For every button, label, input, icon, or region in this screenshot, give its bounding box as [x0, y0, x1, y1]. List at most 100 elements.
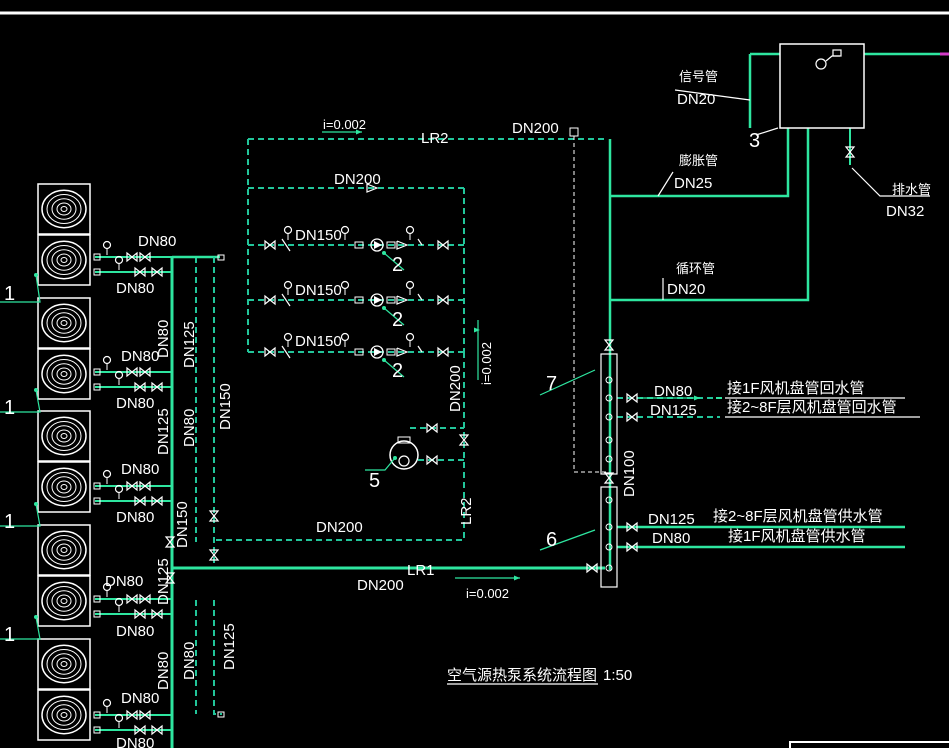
header-nozzle [605, 376, 613, 384]
fan-grille-icon [51, 363, 77, 385]
fan-grille-icon [51, 312, 77, 334]
fan-grille-icon [51, 425, 77, 447]
title-block-corner [789, 741, 949, 748]
fan-grille-icon [60, 370, 68, 378]
fan-grille-icon [41, 189, 87, 229]
heat-pump-fan [37, 410, 91, 462]
header-nozzle [605, 564, 613, 572]
header-nozzle [605, 394, 613, 402]
fan-grille-icon [41, 530, 87, 570]
lr2-label-top: LR2 [421, 130, 449, 147]
signal-leader [674, 89, 751, 101]
return-header-tag-leader [539, 369, 596, 396]
lr1-label: LR1 [407, 562, 435, 579]
drain-plug-icon [217, 711, 225, 718]
gate-valve-icon [151, 266, 163, 278]
fan-housing [37, 689, 91, 741]
dn200-label-top: DN200 [512, 120, 559, 137]
fan-grille-icon [51, 704, 77, 726]
flexible-joint-icon [93, 595, 101, 603]
gate-valve-icon [134, 608, 146, 620]
gate-valve-icon [134, 266, 146, 278]
supply-1f-label: 接1F风机盘管供水管 [728, 527, 866, 545]
header-nozzle [605, 543, 613, 551]
flexible-joint-icon [93, 368, 101, 376]
fan-grille-icon [46, 649, 82, 679]
signal-pipe-label: 信号管 [679, 69, 718, 84]
dn80-label-u1-bot: DN80 [116, 280, 154, 297]
strainer-icon [281, 293, 291, 307]
tag-buffer: 5 [369, 470, 380, 492]
check-valve-icon [396, 295, 409, 305]
gate-valve-icon [264, 294, 276, 306]
check-valve-icon [396, 240, 409, 250]
dn80-label-u2-top: DN80 [121, 348, 159, 365]
gate-valve-icon [139, 593, 151, 605]
fan-grille-icon [60, 205, 68, 213]
dn150-label-pump1: DN150 [295, 227, 342, 244]
pump-arrow [374, 296, 382, 304]
gate-valve-icon [126, 709, 138, 721]
gate-valve-icon [151, 381, 163, 393]
unit-tag-leader [0, 389, 41, 413]
flexible-joint-icon [93, 383, 101, 391]
gate-valve-icon [139, 480, 151, 492]
drain-pipe-label: 排水管 [892, 182, 931, 197]
fan-grille-icon [60, 597, 68, 605]
flexible-joint-icon [93, 497, 101, 505]
flow-meter-icon [417, 293, 423, 301]
fan-grille-icon [56, 316, 72, 330]
gate-valve-icon [426, 454, 438, 466]
gate-valve-icon [139, 251, 151, 263]
header-nozzle [605, 496, 613, 504]
gate-valve-icon [134, 381, 146, 393]
fan-grille-icon [41, 644, 87, 684]
dn20-label-circulation: DN20 [667, 281, 705, 298]
header-nozzle [605, 523, 613, 531]
dn80-label-u5-top: DN80 [121, 690, 159, 707]
flexible-joint-icon [93, 253, 101, 261]
tag-unit-3: 1 [4, 511, 15, 533]
gate-valve-icon [626, 521, 638, 533]
heat-pump-fan [37, 638, 91, 690]
drawing-scale: 1:50 [603, 667, 632, 684]
unit-tag-leader [0, 503, 41, 527]
dn200-label-mid: DN200 [316, 519, 363, 536]
heat-pump-fan [37, 297, 91, 349]
fan-grille-icon [56, 657, 72, 671]
pump-tag-leader [383, 359, 405, 378]
flexible-joint-icon [386, 348, 396, 356]
strainer-icon [281, 238, 291, 252]
dn100-vertical: DN100 [621, 450, 638, 497]
gate-valve-icon [844, 146, 856, 158]
fan-grille-icon [46, 308, 82, 338]
buffer-tank-top [397, 436, 411, 444]
dn125-label-return-2-8f: DN125 [650, 402, 697, 419]
flow-arrowhead [356, 129, 362, 135]
return-1f-label: 接1F风机盘管回水管 [727, 379, 865, 397]
dn150-label-pump3: DN150 [295, 333, 342, 350]
tank-tag-leader [755, 127, 779, 136]
supply-header-vessel [600, 486, 618, 588]
flexible-joint-icon [93, 610, 101, 618]
dn80-label-supply-1f: DN80 [652, 530, 690, 547]
drain-leader [851, 167, 930, 197]
gate-valve-icon [264, 239, 276, 251]
dn125-vertical-3: DN125 [155, 558, 172, 605]
flow-arrowhead [694, 395, 700, 401]
tank-body [779, 43, 865, 129]
flow-meter-icon [417, 238, 423, 246]
dn150-vertical-main: DN150 [217, 383, 234, 430]
dn80-label-u3-top: DN80 [121, 461, 159, 478]
tag-pump-1: 2 [392, 254, 403, 276]
fan-grille-icon [51, 476, 77, 498]
flexible-joint-icon [354, 348, 364, 356]
dn150-vertical-3: DN150 [174, 501, 191, 548]
dn20-label-signal: DN20 [677, 91, 715, 108]
fan-grille-icon [51, 653, 77, 675]
fan-housing [37, 348, 91, 400]
fan-grille-icon [60, 432, 68, 440]
gate-valve-icon [139, 366, 151, 378]
dn80-label-u5-bot: DN80 [116, 735, 154, 748]
